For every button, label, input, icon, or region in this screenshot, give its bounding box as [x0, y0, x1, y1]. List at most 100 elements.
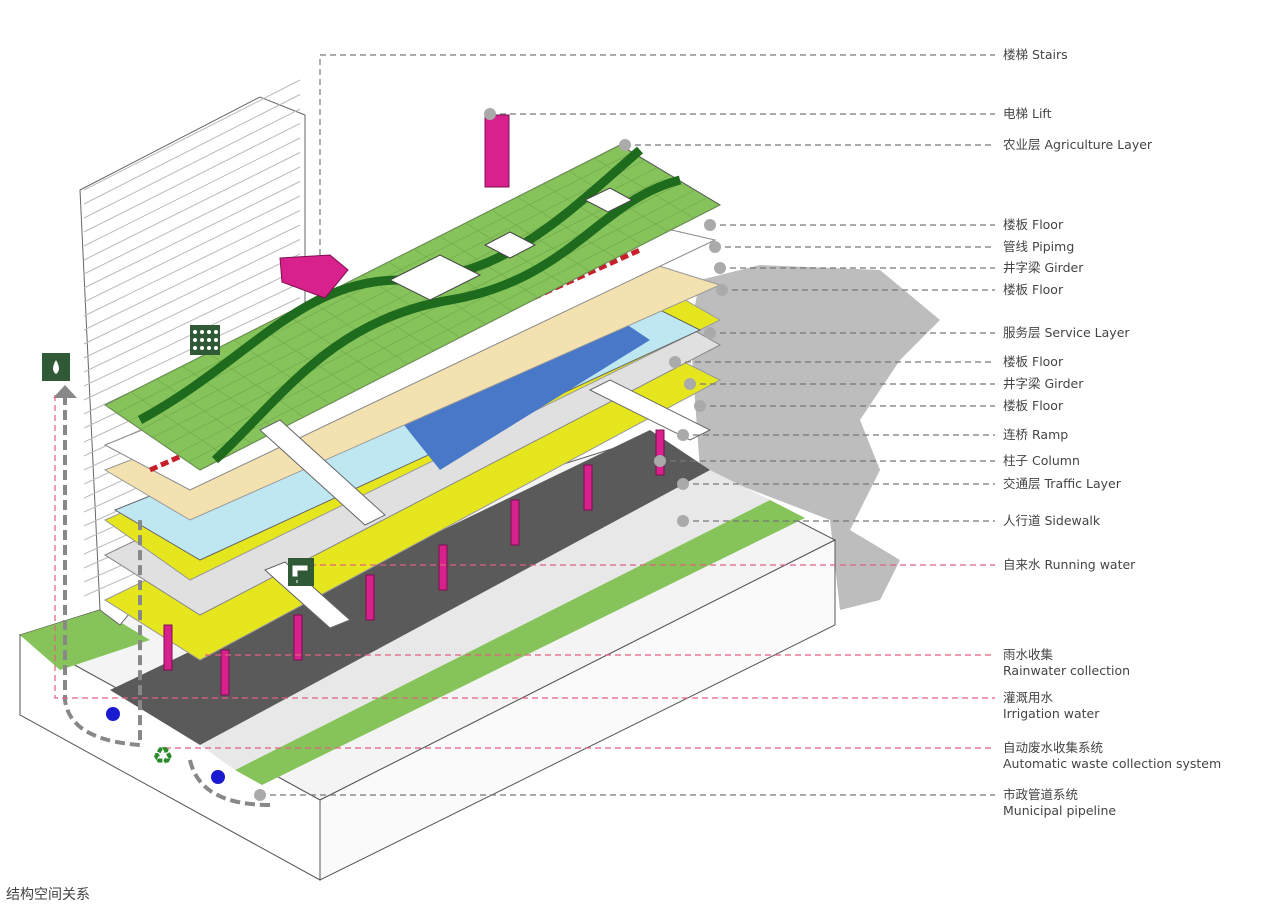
rain-drop: [214, 346, 218, 350]
ramp-right: [588, 379, 712, 441]
pipe-arrow: [53, 385, 77, 398]
label-zh: 楼板: [1003, 354, 1029, 369]
tower-floor-line: [83, 268, 301, 373]
leader-dot: [484, 108, 496, 120]
label-sidewalk: 人行道 Sidewalk: [1003, 513, 1100, 529]
grid-line: [128, 159, 646, 422]
label-column: 柱子 Column: [1003, 453, 1080, 469]
leader-line: [54, 395, 995, 699]
tower-floor-line: [83, 123, 301, 233]
label-zh: 楼板: [1003, 282, 1029, 297]
label-en: Floor: [1032, 217, 1064, 232]
leader-dot: [619, 139, 631, 151]
label-running-water: 自来水 Running water: [1003, 557, 1135, 573]
tower-floor-line: [83, 224, 301, 331]
label-agriculture-layer: 农业层 Agriculture Layer: [1003, 137, 1152, 153]
label-stairs: 楼梯 Stairs: [1003, 47, 1068, 63]
label-zh: 连桥: [1003, 427, 1029, 442]
grid-line: [104, 144, 621, 406]
label-en: Traffic Layer: [1044, 476, 1121, 491]
leader-dot: [254, 789, 266, 801]
leader-dot: [704, 219, 716, 231]
rain-drop: [207, 330, 211, 334]
label-zh: 服务层: [1003, 325, 1041, 340]
label-floor: 楼板 Floor: [1003, 282, 1063, 298]
recycle-icon: ♻: [152, 742, 174, 770]
label-zh: 人行道: [1003, 513, 1041, 528]
lift: [484, 114, 510, 188]
rain-drop: [214, 338, 218, 342]
leader-dot: [677, 515, 689, 527]
label-en: Agriculture Layer: [1044, 137, 1153, 152]
label-zh: 灌溉用水: [1003, 690, 1054, 705]
label-floor: 楼板 Floor: [1003, 354, 1063, 370]
column: [293, 614, 303, 661]
rain-drop: [214, 330, 218, 334]
label-en: Girder: [1044, 376, 1084, 391]
skylight: [388, 254, 482, 301]
label-en: Ramp: [1032, 427, 1069, 442]
pipe-right: [188, 759, 271, 807]
label-en: Floor: [1032, 282, 1064, 297]
lawn-left: [20, 610, 150, 670]
tower-floor-line: [83, 166, 301, 275]
label-en: Municipal pipeline: [1003, 803, 1117, 818]
label-zh: 楼板: [1003, 217, 1029, 232]
water-drop-icon: [42, 353, 70, 381]
road: [110, 430, 710, 745]
rain-drop: [207, 338, 211, 342]
leader-dot: [677, 478, 689, 490]
leader-dot: [684, 378, 696, 390]
label-en: Pipimg: [1032, 239, 1075, 254]
grid-line: [187, 197, 708, 463]
rain-drop: [200, 338, 204, 342]
label-floor: 楼板 Floor: [1003, 217, 1063, 233]
label-girder: 井字梁 Girder: [1003, 376, 1083, 392]
green-path-2: [211, 175, 682, 464]
tower-floor-line: [83, 94, 301, 205]
rain-icon: [190, 325, 220, 355]
sidewalk: [200, 470, 770, 770]
column: [220, 649, 230, 696]
label-zh: 交通层: [1003, 476, 1041, 491]
leader-line: [319, 54, 995, 255]
ground-right-face: [319, 539, 836, 881]
service-rooms-blue: [400, 320, 650, 470]
faucet-icon: [288, 558, 314, 586]
label-en: Floor: [1032, 398, 1064, 413]
tower-floor-line: [83, 181, 301, 289]
skylight-3: [583, 187, 634, 213]
svg-text:♻: ♻: [152, 742, 174, 770]
label-en: Lift: [1032, 106, 1052, 121]
label-en: Rainwater collection: [1003, 663, 1131, 678]
label-zh: 井字梁: [1003, 376, 1041, 391]
column: [365, 574, 375, 621]
leader-dot: [716, 284, 728, 296]
rain-drop: [200, 330, 204, 334]
leader-dot: [704, 327, 716, 339]
label-service-layer: 服务层 Service Layer: [1003, 325, 1130, 341]
leader-dot: [654, 455, 666, 467]
label-traffic-layer: 交通层 Traffic Layer: [1003, 476, 1121, 492]
shadow: [690, 265, 940, 610]
tower-floor-line: [83, 79, 301, 191]
label-zh: 农业层: [1003, 137, 1041, 152]
rain-drop: [207, 346, 211, 350]
tower-floor-line: [83, 210, 301, 317]
leader-dot: [669, 356, 681, 368]
tower-floor-line: [83, 108, 301, 219]
rain-drop: [193, 330, 197, 334]
tower-floor-line: [83, 137, 301, 247]
label-en: Automatic waste collection system: [1003, 756, 1222, 771]
column: [655, 429, 665, 476]
label-en: Floor: [1032, 354, 1064, 369]
label-zh: 自来水: [1003, 557, 1041, 572]
label-en: Service Layer: [1044, 325, 1130, 340]
label-floor: 楼板 Floor: [1003, 398, 1063, 414]
caption: 结构空间关系: [6, 887, 90, 903]
label-zh: 柱子: [1003, 453, 1029, 468]
